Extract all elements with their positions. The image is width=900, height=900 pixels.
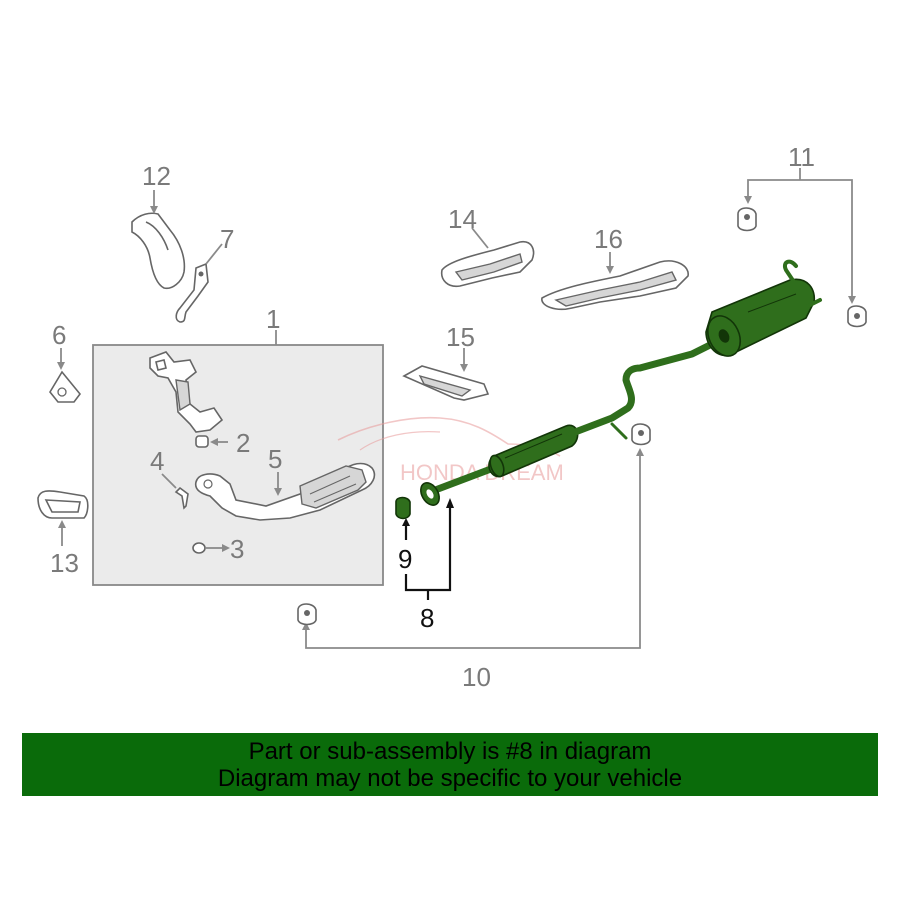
part-4-bolt[interactable] xyxy=(161,473,189,510)
part-1-converter-group[interactable] xyxy=(92,330,384,586)
part-14-heat-shield[interactable] xyxy=(440,227,535,288)
callout-7: 7 xyxy=(220,224,234,254)
callout-10: 10 xyxy=(462,662,491,692)
leader-8 xyxy=(404,498,454,600)
part-5-front-pipe[interactable] xyxy=(194,462,376,521)
callout-8: 8 xyxy=(420,603,434,633)
callout-6: 6 xyxy=(52,320,66,350)
part-7-bracket[interactable] xyxy=(175,243,223,323)
callout-16: 16 xyxy=(594,224,623,254)
part-11-hangers[interactable] xyxy=(737,168,867,328)
callout-15: 15 xyxy=(446,322,475,352)
part-12-heat-shield[interactable] xyxy=(131,190,186,290)
callout-14: 14 xyxy=(448,204,477,234)
callout-13: 13 xyxy=(50,548,79,578)
info-banner: Part or sub-assembly is #8 in diagram Di… xyxy=(22,733,878,796)
part-13-gasket[interactable] xyxy=(37,490,89,546)
leader-10 xyxy=(305,452,641,649)
callout-11: 11 xyxy=(788,142,815,172)
leader-7 xyxy=(205,243,223,265)
part-10-hangers[interactable] xyxy=(297,423,651,649)
callout-9: 9 xyxy=(398,544,412,574)
part-2-nut[interactable] xyxy=(195,435,228,448)
callout-2: 2 xyxy=(236,428,250,458)
part-8-exhaust-assembly[interactable] xyxy=(417,259,822,509)
part-16-heat-shield[interactable] xyxy=(541,252,689,311)
part-9-gasket[interactable] xyxy=(395,496,411,541)
part-exhaust-manifold xyxy=(149,351,224,433)
banner-line-2: Diagram may not be specific to your vehi… xyxy=(217,765,683,792)
part-3-gasket[interactable] xyxy=(192,542,230,554)
banner-line-1: Part or sub-assembly is #8 in diagram xyxy=(248,738,652,765)
callout-1: 1 xyxy=(266,304,280,334)
leader-14 xyxy=(471,227,489,249)
callout-5: 5 xyxy=(268,444,282,474)
part-15-heat-shield[interactable] xyxy=(402,348,490,401)
leader-4 xyxy=(161,473,177,489)
callout-12: 12 xyxy=(142,161,171,191)
callout-3: 3 xyxy=(230,534,244,564)
part-6-gasket[interactable] xyxy=(49,348,82,403)
callout-4: 4 xyxy=(150,446,164,476)
